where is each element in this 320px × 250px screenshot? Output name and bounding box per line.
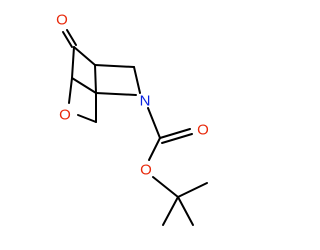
bond-ccarb-oester xyxy=(148,137,161,161)
structure-diagram: O O N O O xyxy=(56,12,209,226)
bond-ccarb-o-b xyxy=(161,133,193,144)
bond-c2-n xyxy=(133,66,141,94)
bond-n-ccarb xyxy=(147,107,161,139)
bond-ccarb-o-a xyxy=(159,128,191,139)
atom-ester-o: O xyxy=(140,162,152,179)
bond-c1-c8 xyxy=(94,64,97,94)
bond-ctbu-me2 xyxy=(177,196,194,226)
bond-c7-c1 xyxy=(73,46,96,66)
atom-labels: O O N O O xyxy=(56,12,209,179)
bond-c5-oring xyxy=(68,77,73,104)
atom-carbonyl-o: O xyxy=(197,122,209,139)
atom-ketone-o: O xyxy=(56,12,68,29)
bond-c7-o-ketone-b xyxy=(66,29,77,46)
bond-oring-c6 xyxy=(77,114,97,123)
bond-c5-c4 xyxy=(71,77,97,94)
bond-c7-c5 xyxy=(71,46,75,79)
bond-oester-ctbu xyxy=(152,176,179,198)
molecule-drawing: O O N O O xyxy=(56,12,209,226)
bond-ctbu-me1 xyxy=(177,182,208,198)
bonds xyxy=(62,29,208,226)
bond-c1-c2 xyxy=(94,64,135,68)
atom-amine-n: N xyxy=(140,93,151,110)
atom-ring-o: O xyxy=(59,107,71,124)
bond-c8-n xyxy=(95,92,137,96)
bond-c7-o-ketone-a xyxy=(62,31,73,48)
bond-ctbu-me3 xyxy=(162,196,179,226)
